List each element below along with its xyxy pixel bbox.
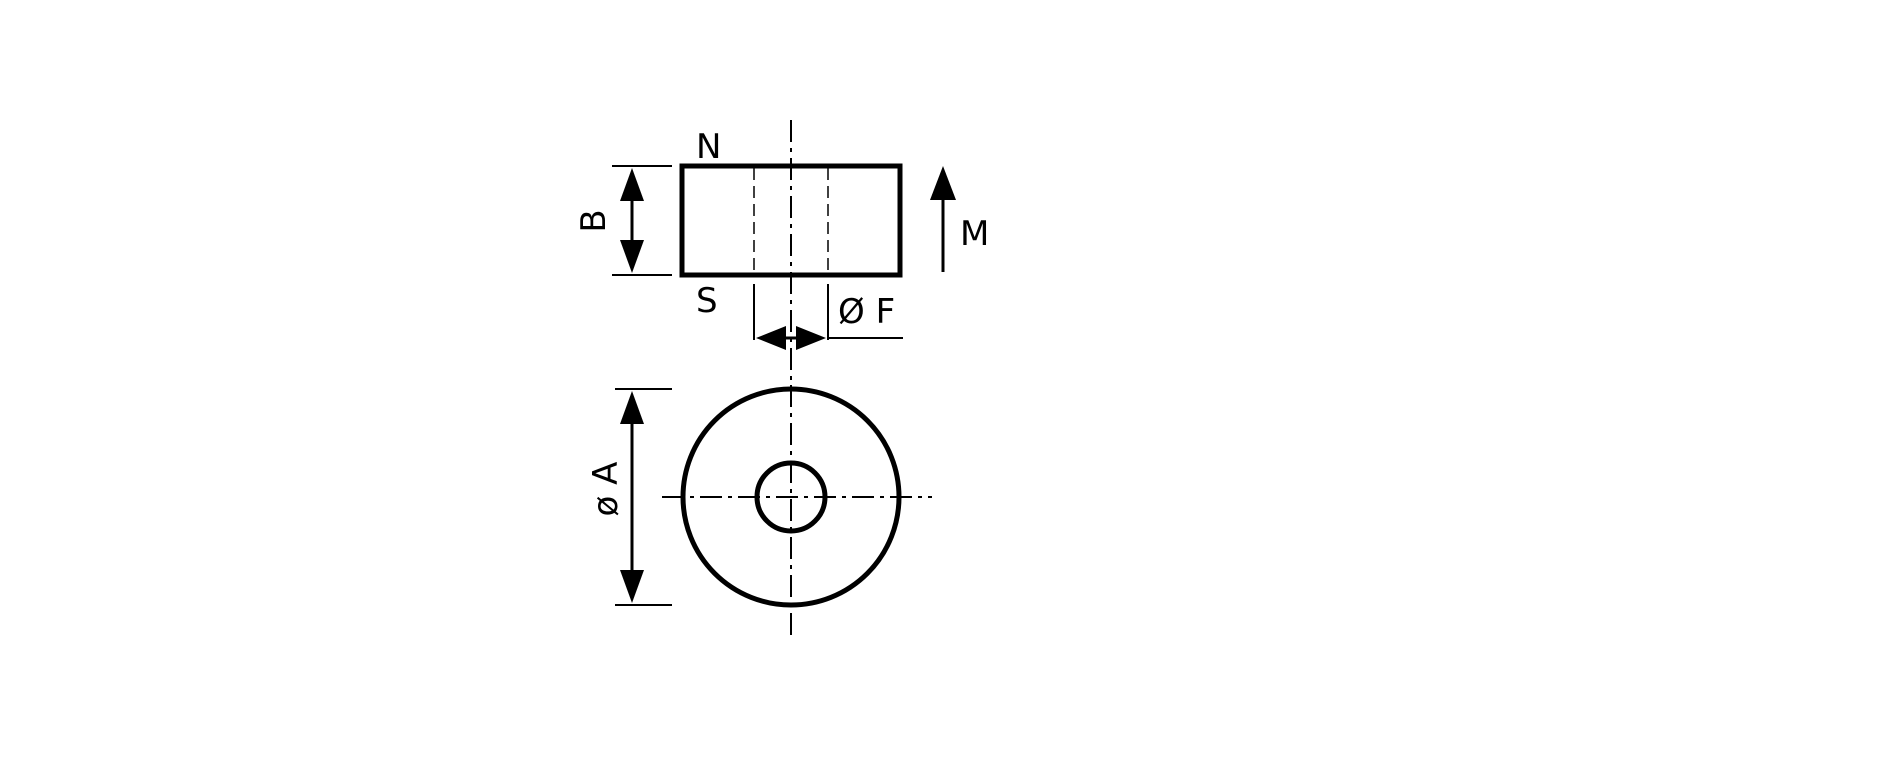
south-pole-label: S: [696, 281, 718, 321]
outer-diameter-label: ø A: [586, 462, 626, 517]
hole-diameter-dimension: [753, 284, 903, 350]
magnetization-label: M: [960, 214, 989, 254]
height-label: B: [574, 209, 614, 232]
north-pole-label: N: [696, 127, 721, 167]
side-view: [679, 120, 903, 385]
magnet-side-outline: [679, 163, 903, 278]
height-dimension: [612, 165, 672, 276]
top-view: [662, 385, 932, 640]
hole-diameter-label: Ø F: [838, 292, 895, 332]
magnetization-arrow: [930, 166, 956, 272]
outer-diameter-dimension: [615, 388, 672, 606]
